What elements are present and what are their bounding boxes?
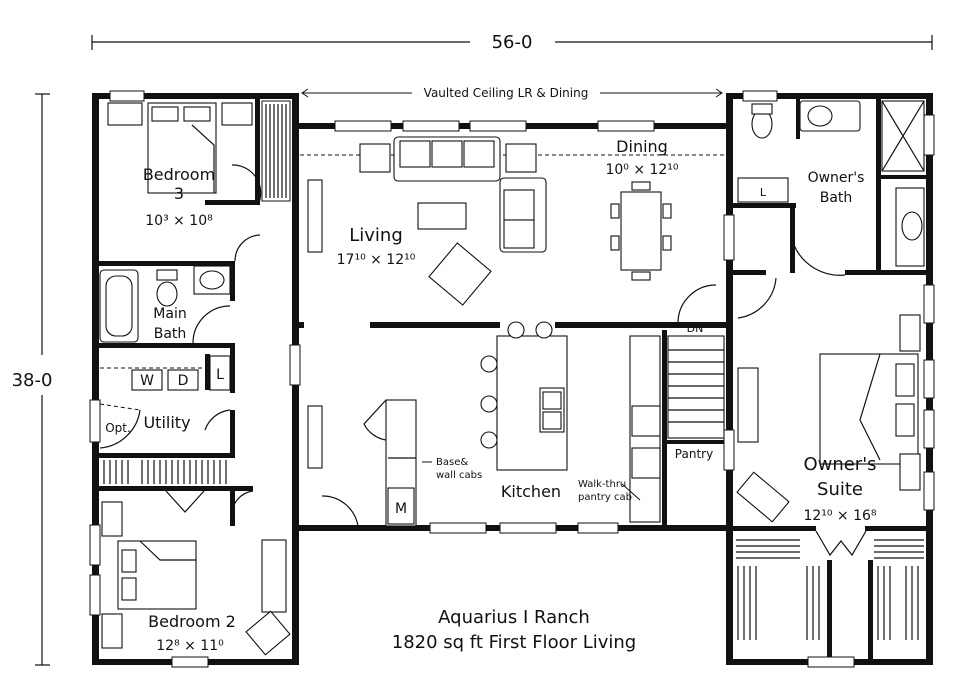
nightstand-icon — [899, 453, 921, 491]
svg-text:Base&: Base& — [436, 457, 468, 468]
range-icon — [631, 405, 661, 437]
svg-text:Kitchen: Kitchen — [501, 482, 561, 501]
svg-text:D: D — [178, 373, 189, 389]
end-table-icon — [359, 143, 391, 173]
svg-text:Bedroom 2: Bedroom 2 — [148, 612, 236, 631]
stairs: DN Pantry — [667, 322, 725, 461]
dresser-icon — [737, 367, 759, 443]
svg-text:Walk-thru: Walk-thru — [578, 479, 626, 490]
door-swing-icon — [204, 409, 231, 431]
svg-text:Suite: Suite — [817, 479, 863, 500]
stool-icon — [480, 395, 498, 413]
nightstand-icon — [101, 501, 123, 537]
windows — [89, 90, 935, 668]
svg-text:Owner's: Owner's — [803, 454, 876, 475]
stool-icon — [480, 355, 498, 373]
door-swing-icon — [321, 495, 359, 527]
vaulted-ceiling-note: Vaulted Ceiling LR & Dining — [301, 86, 723, 100]
linen-closet-icon — [737, 177, 789, 203]
door-swing-icon — [737, 277, 777, 319]
svg-text:M: M — [395, 501, 407, 517]
stool-icon — [507, 321, 525, 339]
owners-bath: L Owner's Bath — [737, 100, 925, 276]
door-swing-icon — [677, 284, 717, 323]
door-swing-icon — [363, 399, 387, 441]
bench-icon — [736, 471, 790, 523]
dining-table-icon — [620, 191, 662, 271]
svg-text:10⁰ × 12¹⁰: 10⁰ × 12¹⁰ — [605, 162, 678, 178]
coffee-table-icon — [417, 202, 467, 230]
door-swing-icon — [793, 244, 846, 276]
armchair-icon — [428, 242, 492, 306]
closet-icon — [261, 100, 291, 202]
svg-text:pantry cab: pantry cab — [578, 492, 632, 503]
walk-in-closet-icon — [736, 539, 820, 640]
owners-suite: Owner's Suite 12¹⁰ × 16⁸ — [736, 277, 924, 640]
door-swing-icon — [234, 234, 261, 262]
media-console-icon — [307, 179, 323, 253]
svg-text:Pantry: Pantry — [675, 447, 713, 461]
svg-text:12⁸ × 11⁰: 12⁸ × 11⁰ — [156, 638, 224, 654]
plan-name: Aquarius I Ranch — [438, 607, 590, 628]
dresser-icon — [261, 539, 287, 613]
svg-text:L: L — [216, 367, 224, 383]
utility-room: W D L Opt. Utility — [99, 355, 231, 484]
toilet-icon — [156, 281, 178, 307]
living-dining: Living 17¹⁰ × 12¹⁰ Dining 10⁰ × 12¹⁰ — [300, 136, 724, 323]
nightstand-icon — [107, 102, 143, 126]
opt-door-swing-icon — [99, 409, 141, 449]
main-bath: Main Bath — [99, 265, 231, 344]
bedroom-3: Bedroom 3 10³ × 10⁸ — [107, 100, 291, 262]
nightstand-icon — [221, 102, 253, 126]
svg-text:Opt.: Opt. — [105, 421, 131, 435]
plan-area: 1820 sq ft First Floor Living — [392, 632, 636, 653]
kitchen: M Base& wall cabs Walk-thru pantry cab K… — [307, 321, 661, 527]
svg-text:Vaulted Ceiling LR & Dining: Vaulted Ceiling LR & Dining — [424, 86, 589, 100]
end-table-icon — [505, 143, 537, 173]
door-swing-icon — [231, 164, 262, 206]
svg-text:Owner's: Owner's — [808, 170, 865, 186]
svg-text:DN: DN — [687, 322, 704, 335]
overall-depth-dimension: 38-0 — [12, 93, 53, 666]
linen-closet-icon — [209, 355, 231, 391]
svg-text:Bedroom: Bedroom — [143, 165, 215, 184]
svg-text:L: L — [760, 186, 767, 199]
door-swing-icon — [192, 305, 231, 344]
console-icon — [307, 405, 323, 469]
stool-icon — [480, 431, 498, 449]
overall-width-dimension: 56-0 — [91, 32, 933, 53]
dryer-icon — [167, 369, 199, 391]
svg-text:12¹⁰ × 16⁸: 12¹⁰ × 16⁸ — [803, 508, 876, 524]
microwave-icon — [387, 487, 415, 525]
svg-text:wall cabs: wall cabs — [436, 470, 482, 481]
svg-text:Main: Main — [153, 306, 186, 322]
svg-text:3: 3 — [174, 184, 184, 203]
closet-icon — [103, 460, 227, 484]
svg-text:Bath: Bath — [154, 326, 187, 342]
walk-in-closet-icon — [874, 539, 924, 640]
bedroom-2: Bedroom 2 12⁸ × 11⁰ — [101, 490, 291, 656]
washer-icon — [131, 369, 163, 391]
stool-icon — [535, 321, 553, 339]
svg-text:17¹⁰ × 12¹⁰: 17¹⁰ × 12¹⁰ — [337, 252, 416, 268]
nightstand-icon — [899, 314, 921, 352]
svg-text:Utility: Utility — [143, 413, 190, 432]
nightstand-icon — [101, 613, 123, 649]
svg-text:Dining: Dining — [616, 137, 668, 156]
door-swing-icon — [231, 490, 254, 516]
svg-text:10³ × 10⁸: 10³ × 10⁸ — [145, 213, 213, 229]
closet-door-icon — [815, 530, 867, 557]
svg-text:Bath: Bath — [820, 190, 853, 206]
plan-title: Aquarius I Ranch 1820 sq ft First Floor … — [392, 607, 636, 653]
width-dimension-label: 56-0 — [492, 32, 533, 53]
closet-door-icon — [165, 490, 205, 513]
svg-text:W: W — [140, 373, 154, 389]
chair-icon — [245, 610, 291, 656]
depth-dimension-label: 38-0 — [12, 370, 53, 391]
svg-text:Living: Living — [349, 225, 403, 246]
refrigerator-icon — [631, 447, 661, 479]
